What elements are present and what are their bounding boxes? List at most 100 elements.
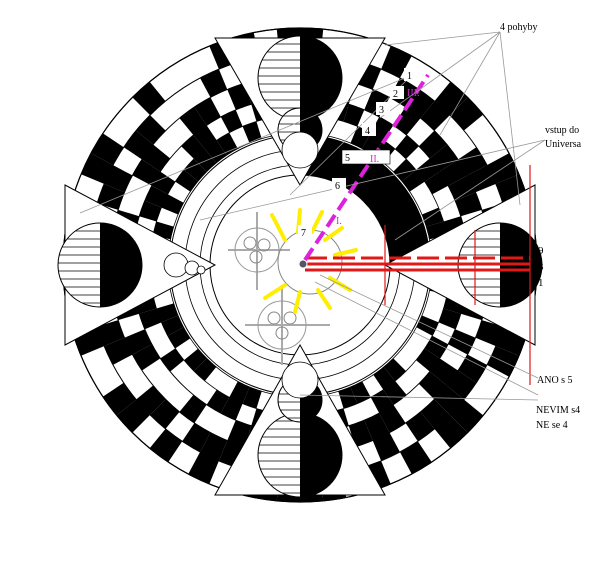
roman-I: I. bbox=[336, 216, 342, 227]
label-entry-line2: Universa bbox=[545, 139, 582, 150]
checker-cell bbox=[362, 132, 384, 156]
checker-cell bbox=[175, 169, 198, 192]
checker-cell bbox=[405, 88, 435, 119]
checker-cell bbox=[132, 159, 161, 186]
checker-cell bbox=[421, 207, 444, 227]
checker-cell bbox=[124, 329, 152, 355]
checker-cell bbox=[139, 200, 162, 222]
striped-circle bbox=[57, 222, 143, 308]
checker-cell bbox=[81, 153, 114, 184]
checker-cell bbox=[370, 116, 394, 141]
checker-cell bbox=[418, 371, 447, 400]
checker-cell bbox=[370, 389, 394, 414]
checker-cell bbox=[200, 69, 228, 98]
striped-circle bbox=[257, 35, 343, 121]
checker-cell bbox=[161, 194, 184, 215]
step-3: 3 bbox=[379, 105, 384, 116]
checker-cell bbox=[229, 381, 250, 404]
checker-cell bbox=[418, 130, 447, 159]
checker-cell bbox=[393, 158, 416, 182]
checker-cell bbox=[184, 158, 207, 182]
checker-cell bbox=[206, 389, 230, 414]
checker-cell bbox=[438, 308, 461, 330]
checker-cell bbox=[160, 348, 185, 372]
checker-cell bbox=[123, 130, 154, 160]
label-dunno: NEVIM s4 bbox=[536, 405, 580, 416]
checker-cell bbox=[348, 420, 373, 447]
checker-cell bbox=[242, 386, 262, 409]
hub-bottom bbox=[245, 288, 330, 365]
checker-cell bbox=[90, 133, 124, 166]
checker-cell bbox=[379, 404, 406, 433]
checker-cell bbox=[383, 358, 407, 381]
checker-cell bbox=[448, 175, 476, 201]
small-axis-circles bbox=[163, 131, 319, 399]
step-1: 1 bbox=[407, 71, 412, 82]
checker-cell bbox=[429, 358, 458, 386]
checker-cell bbox=[104, 337, 133, 365]
checker-cell bbox=[439, 159, 468, 186]
step-5: 5 bbox=[345, 153, 350, 164]
label-movements: 4 pohyby bbox=[500, 22, 538, 33]
checker-cell bbox=[338, 386, 358, 409]
checker-cell bbox=[182, 422, 211, 452]
checker-cell bbox=[104, 165, 133, 193]
checker-cell bbox=[188, 451, 219, 484]
checker-cell bbox=[446, 370, 477, 400]
checker-cell bbox=[415, 348, 440, 372]
label-num-9: 9 bbox=[538, 245, 544, 257]
label-num-1: 1 bbox=[538, 277, 544, 289]
red-lines bbox=[305, 165, 531, 385]
step-6: 6 bbox=[335, 181, 340, 192]
checker-cell bbox=[486, 153, 519, 184]
checker-cell bbox=[242, 121, 262, 144]
checker-cell bbox=[102, 382, 137, 416]
roman-II: II. bbox=[370, 154, 379, 165]
checker-cell bbox=[424, 335, 449, 359]
label-num-3: 3 bbox=[538, 261, 544, 273]
checker-cell bbox=[194, 97, 221, 126]
checker-cell bbox=[149, 428, 183, 463]
checker-cell bbox=[220, 109, 243, 133]
checker-cell bbox=[457, 147, 487, 176]
checker-cell bbox=[200, 432, 228, 461]
checker-cell bbox=[415, 158, 440, 182]
checker-cell bbox=[193, 125, 217, 150]
checker-cell bbox=[184, 348, 207, 372]
checker-cell bbox=[402, 169, 425, 192]
label-no: NE se 4 bbox=[536, 420, 568, 431]
checker-cell bbox=[350, 381, 371, 404]
checker-cell bbox=[405, 411, 435, 442]
checker-cell bbox=[399, 441, 432, 475]
label-yes: ANO s 5 bbox=[537, 375, 573, 386]
checker-cell bbox=[142, 144, 171, 172]
hub-left bbox=[228, 212, 290, 290]
checker-cell bbox=[151, 171, 176, 195]
checker-cell bbox=[179, 107, 207, 136]
step-4: 4 bbox=[365, 126, 370, 137]
yellow-rays bbox=[263, 208, 358, 314]
checker-cell bbox=[364, 413, 390, 441]
checker-cell bbox=[424, 171, 449, 195]
checker-cell bbox=[193, 358, 217, 381]
checker-cell bbox=[373, 367, 396, 390]
label-entry-line1: vstup do bbox=[545, 125, 579, 136]
checker-cell bbox=[179, 394, 207, 423]
checker-cell bbox=[457, 354, 487, 383]
checker-cell bbox=[343, 104, 365, 127]
checker-cell bbox=[167, 327, 191, 349]
checker-cell bbox=[227, 420, 252, 447]
checker-cell bbox=[156, 303, 179, 323]
center-dot bbox=[298, 259, 308, 269]
step-boxes bbox=[298, 68, 418, 238]
checker-cell bbox=[383, 380, 407, 405]
checker-cell bbox=[204, 140, 227, 163]
checker-cell bbox=[455, 192, 482, 217]
checker-cell bbox=[193, 149, 217, 172]
step-7: 7 bbox=[301, 228, 306, 239]
checker-cell bbox=[97, 320, 125, 347]
checker-cell bbox=[220, 397, 243, 421]
magenta-path bbox=[303, 73, 430, 262]
